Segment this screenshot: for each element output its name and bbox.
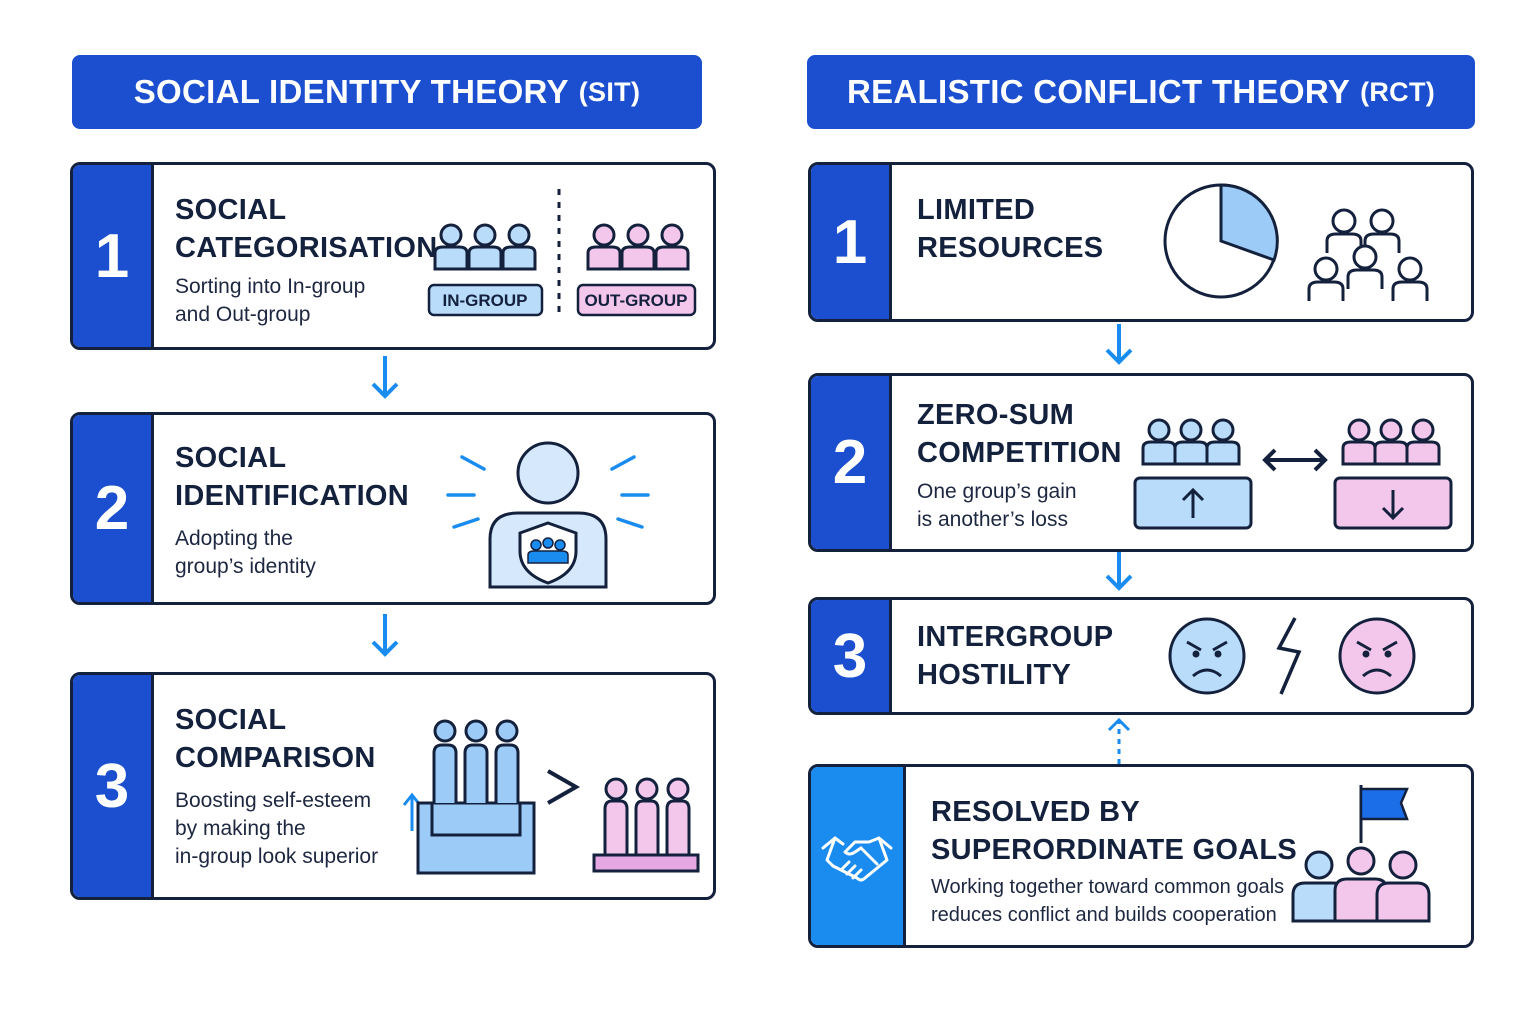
up-arrow-icon — [1107, 717, 1131, 764]
lightning-icon — [1276, 617, 1302, 695]
step-description: Boosting self-esteem by making the in-gr… — [175, 789, 379, 868]
handshake-icon — [821, 836, 893, 882]
group-icon — [433, 223, 537, 271]
sit-header: SOCIAL IDENTITY THEORY (SIT) — [72, 55, 702, 129]
limited-resources-icons — [1163, 183, 1429, 303]
angry-face-icon — [1168, 617, 1246, 695]
handshake-badge — [811, 767, 906, 945]
up-arrow-icon — [1181, 487, 1205, 518]
rct-step-1-card: 1 LIMITED RESOURCES — [808, 162, 1474, 322]
in-group-tag: IN-GROUP — [443, 291, 528, 310]
sit-step-3-card: 3 SOCIAL COMPARISON Boosting self-esteem… — [70, 672, 716, 900]
double-arrow-icon — [1262, 448, 1328, 472]
step-title: INTERGROUP HOSTILITY — [917, 621, 1114, 691]
step-number: 2 — [811, 376, 892, 549]
step-title: SOCIAL COMPARISON — [175, 704, 376, 774]
flag-icon — [1359, 785, 1409, 843]
step-number: 1 — [811, 165, 892, 319]
hostility-icons — [1168, 617, 1416, 695]
group-icon — [1291, 846, 1431, 923]
pie-chart-icon — [1163, 183, 1279, 299]
out-group-tag: OUT-GROUP — [585, 291, 688, 310]
down-arrow-icon — [1105, 324, 1133, 365]
step-description: Adopting the group’s identity — [175, 527, 316, 578]
sit-header-abbr: (SIT) — [578, 76, 641, 107]
resolution-title: RESOLVED BY SUPERORDINATE GOALS — [931, 796, 1298, 866]
superordinate-goal-icons — [1291, 785, 1431, 923]
down-arrow-icon — [1105, 552, 1133, 591]
down-arrow-icon — [1381, 490, 1405, 521]
person-shield-icon — [446, 441, 650, 589]
sit-step-2-card: 2 SOCIAL IDENTIFICATION Adopting the gro… — [70, 412, 716, 605]
rct-resolution-card: RESOLVED BY SUPERORDINATE GOALS Working … — [808, 764, 1474, 948]
rct-header: REALISTIC CONFLICT THEORY (RCT) — [807, 55, 1475, 129]
down-arrow-icon — [371, 614, 399, 657]
resolution-description: Working together toward common goals red… — [931, 876, 1285, 926]
sit-step-1-card: 1 SOCIAL CATEGORISATION Sorting into In-… — [70, 162, 716, 350]
rct-step-3-card: 3 INTERGROUP HOSTILITY — [808, 597, 1474, 715]
group-icon — [586, 223, 690, 271]
podium-icon — [402, 719, 700, 875]
zero-sum-icons — [1133, 418, 1453, 530]
step-number: 2 — [73, 415, 154, 602]
group-icon — [1341, 418, 1441, 466]
rct-header-title: REALISTIC CONFLICT THEORY — [846, 73, 1351, 110]
crowd-icon — [1307, 208, 1429, 303]
group-icon — [1141, 418, 1241, 466]
rct-header-abbr: (RCT) — [1360, 76, 1436, 107]
step-number: 3 — [73, 675, 154, 897]
step-title: LIMITED RESOURCES — [917, 194, 1104, 264]
rct-step-2-card: 2 ZERO-SUM COMPETITION One group’s gain … — [808, 373, 1474, 552]
sit-header-title: SOCIAL IDENTITY THEORY — [133, 73, 569, 110]
in-out-group-icon: IN-GROUP OUT-GROUP — [427, 189, 697, 319]
step-number: 1 — [73, 165, 154, 347]
step-number: 3 — [811, 600, 892, 712]
step-description: Sorting into In-group and Out-group — [175, 275, 366, 326]
down-arrow-icon — [371, 356, 399, 399]
step-description: One group’s gain is another’s loss — [917, 480, 1077, 531]
step-title: SOCIAL IDENTIFICATION — [175, 442, 410, 512]
step-title: SOCIAL CATEGORISATION — [175, 194, 438, 264]
angry-face-icon — [1338, 617, 1416, 695]
step-title: ZERO-SUM COMPETITION — [917, 399, 1122, 469]
